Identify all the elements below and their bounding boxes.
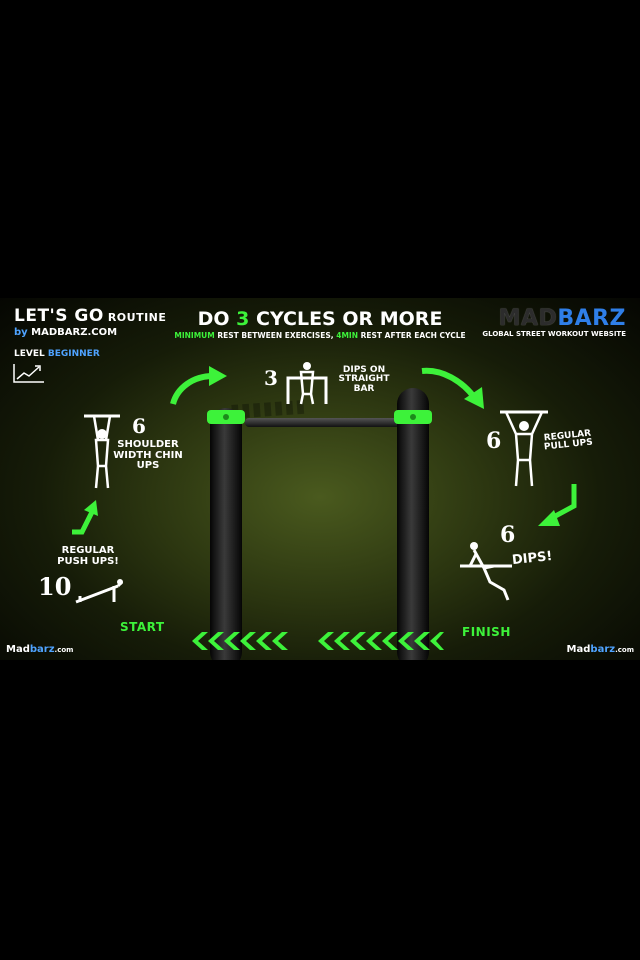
footer-brand-right: Madbarz.com: [566, 644, 634, 655]
arrow-icon: [538, 484, 577, 526]
dip-figure-icon: [460, 542, 512, 601]
exercise-count: 3: [264, 366, 278, 390]
arrow-icon: [72, 500, 98, 535]
pushup-figure-icon: [75, 579, 124, 604]
exercise-count: 6: [500, 522, 516, 548]
exercise-name: DIPS!: [511, 548, 554, 569]
chinup-figure-icon: [84, 414, 120, 489]
chevron-path-icon: [192, 632, 444, 650]
exercise-name: DIPS ON STRAIGHT BAR: [338, 365, 390, 394]
exercise-count: 6: [132, 414, 146, 438]
exercise-name: REGULAR PULL UPS: [543, 428, 594, 453]
finish-label: FINISH: [462, 625, 511, 639]
logo-tagline: GLOBAL STREET WORKOUT WEBSITE: [482, 330, 626, 338]
rest-instructions: MINIMUM REST BETWEEN EXERCISES, 4MIN RES…: [174, 331, 466, 340]
exercise-count: 6: [486, 428, 502, 454]
exercise-name: SHOULDER WIDTH CHIN UPS: [113, 439, 183, 471]
arrow-icon: [421, 367, 484, 409]
straight-bar-dip-figure-icon: [286, 362, 328, 405]
arrow-icon: [170, 366, 227, 405]
level-label: LEVEL BEGINNER: [14, 349, 100, 359]
headline: DO 3 CYCLES OR MORE: [197, 308, 443, 330]
chart-trend-icon: [13, 364, 44, 383]
exercise-count: 10: [38, 572, 72, 601]
byline: by MADBARZ.COM: [14, 327, 118, 338]
pullup-bar-structure: [207, 388, 432, 660]
pullup-figure-icon: [500, 410, 548, 487]
madbarz-logo: MADBARZ: [498, 306, 626, 331]
exercise-name: REGULAR PUSH UPS!: [57, 545, 119, 567]
footer-brand-left: Madbarz.com: [6, 644, 74, 655]
start-label: START: [120, 620, 165, 634]
